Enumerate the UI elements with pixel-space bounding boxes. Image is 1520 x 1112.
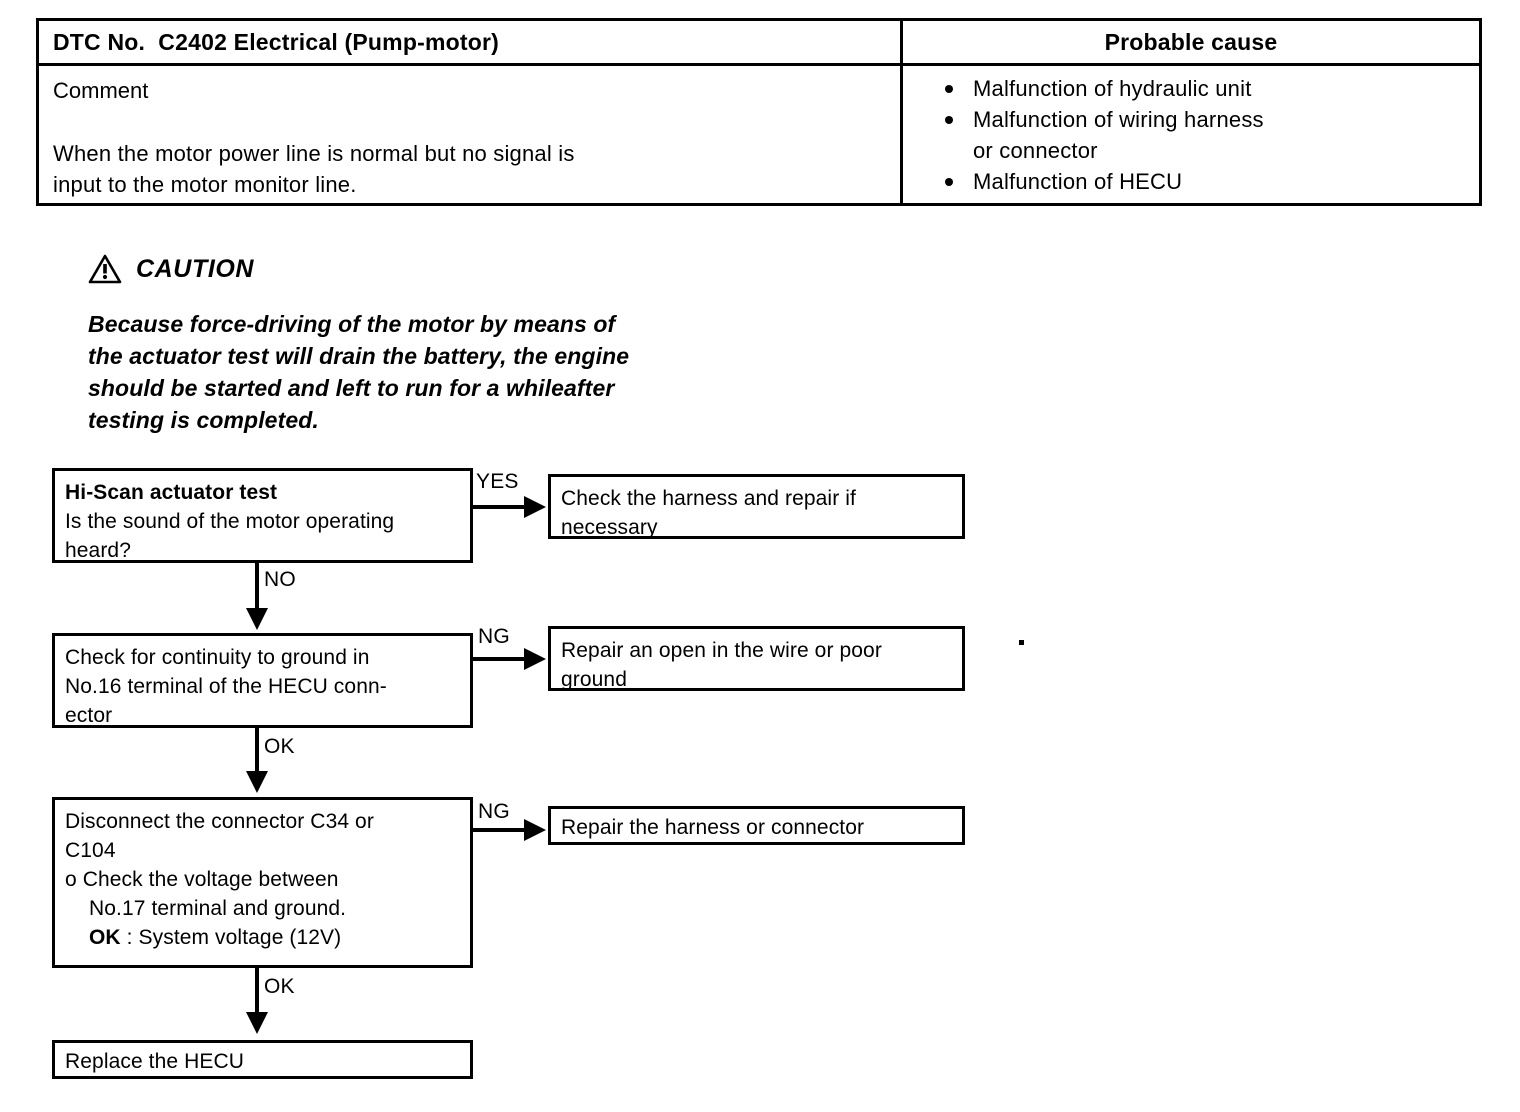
flow-connector-ok1-arrowhead <box>246 771 268 793</box>
flow-step-2-line-2: No.16 terminal of the HECU conn- <box>65 675 387 698</box>
flow-connector-ng1-arrowhead <box>524 648 546 670</box>
flow-connector-ng2-line <box>473 828 531 832</box>
dtc-table: DTC No. C2402 Electrical (Pump-motor) Pr… <box>36 18 1482 206</box>
probable-cause-title: Probable cause <box>1104 28 1278 55</box>
caution-text: Because force-driving of the motor by me… <box>88 308 748 436</box>
caution-heading: CAUTION <box>88 252 748 286</box>
flow-step-3-line-4: No.17 terminal and ground. <box>89 897 347 920</box>
comment-line-1: When the motor power line is normal but … <box>53 141 575 166</box>
flow-step-1-box: Hi-Scan actuator test Is the sound of th… <box>52 468 473 563</box>
flow-step-1-result-line-2: necessary <box>561 516 658 539</box>
flow-label-ng-2: NG <box>478 800 510 823</box>
caution-line-2: the actuator test will drain the battery… <box>88 343 630 369</box>
probable-cause-cell: Malfunction of hydraulic unit Malfunctio… <box>903 66 1479 203</box>
flow-connector-yes-arrowhead <box>524 496 546 518</box>
list-item-continuation: or connector <box>973 137 1098 163</box>
flow-step-3-box: Disconnect the connector C34 or C104 o C… <box>52 797 473 968</box>
comment-line-2: input to the motor monitor line. <box>53 172 357 197</box>
flow-step-1-title: Hi-Scan actuator test <box>65 481 278 504</box>
flow-connector-ng2-arrowhead <box>524 819 546 841</box>
flow-step-3-line-2: C104 <box>65 839 116 862</box>
comment-label: Comment <box>53 78 149 103</box>
flow-connector-yes-line <box>473 505 531 509</box>
dtc-table-header-row: DTC No. C2402 Electrical (Pump-motor) Pr… <box>39 21 1479 66</box>
flow-label-yes: YES <box>476 470 519 493</box>
probable-cause-list: Malfunction of hydraulic unit Malfunctio… <box>903 73 1479 197</box>
list-item: Malfunction of wiring harness <box>943 104 1479 135</box>
caution-line-4: testing is completed. <box>88 407 319 433</box>
flow-step-1-line-3: heard? <box>65 539 131 562</box>
flow-step-2-result-line-1: Repair an open in the wire or poor <box>561 639 882 662</box>
flow-step-2-line-1: Check for continuity to ground in <box>65 646 370 669</box>
flow-label-no: NO <box>264 568 296 591</box>
warning-triangle-icon <box>88 254 122 284</box>
flow-label-ok-2: OK <box>264 975 295 998</box>
dtc-header-left-cell: DTC No. C2402 Electrical (Pump-motor) <box>39 21 903 63</box>
flow-connector-ok2-line <box>255 968 259 1023</box>
caution-line-3: should be started and left to run for a … <box>88 375 615 401</box>
list-item: Malfunction of hydraulic unit <box>943 73 1479 104</box>
flow-step-3-result-box: Repair the harness or connector <box>548 806 965 845</box>
flow-step-4-box: Replace the HECU <box>52 1040 473 1079</box>
flow-step-3-result-line-1: Repair the harness or connector <box>561 816 865 839</box>
flow-step-3-ok-bold: OK <box>89 926 121 949</box>
flow-step-2-result-box: Repair an open in the wire or poor groun… <box>548 626 965 691</box>
caution-block: CAUTION Because force-driving of the mot… <box>88 252 748 436</box>
flow-step-3-line-1: Disconnect the connector C34 or <box>65 810 374 833</box>
flow-step-3-ok-rest: : System voltage (12V) <box>120 926 342 949</box>
dtc-number-title: DTC No. C2402 Electrical (Pump-motor) <box>53 28 499 55</box>
scan-artifact-speck <box>1019 640 1024 645</box>
flow-step-1-result-line-1: Check the harness and repair if <box>561 487 856 510</box>
flow-step-1-line-2: Is the sound of the motor operating <box>65 510 395 533</box>
comment-cell: Comment When the motor power line is nor… <box>39 66 903 203</box>
flow-connector-no-line <box>255 563 259 620</box>
flow-connector-ok2-arrowhead <box>246 1012 268 1034</box>
caution-line-1: Because force-driving of the motor by me… <box>88 311 616 337</box>
flow-step-2-result-line-2: ground <box>561 668 627 691</box>
flow-connector-ok1-line <box>255 728 259 783</box>
flow-step-3-line-5: OK : System voltage (12V) <box>65 923 470 952</box>
flow-step-2-line-3: ector <box>65 704 113 727</box>
flow-connector-ng1-line <box>473 657 531 661</box>
dtc-table-body-row: Comment When the motor power line is nor… <box>39 66 1479 203</box>
flow-step-3-line-3: o Check the voltage between <box>65 868 339 891</box>
flow-label-ok-1: OK <box>264 735 295 758</box>
list-item: Malfunction of HECU <box>943 166 1479 197</box>
flow-step-1-result-box: Check the harness and repair if necessar… <box>548 474 965 539</box>
flow-step-2-box: Check for continuity to ground in No.16 … <box>52 633 473 728</box>
flow-step-4-line-1: Replace the HECU <box>65 1050 245 1073</box>
flow-label-ng-1: NG <box>478 625 510 648</box>
dtc-header-right-cell: Probable cause <box>903 21 1479 63</box>
caution-title: CAUTION <box>136 254 255 283</box>
flow-connector-no-arrowhead <box>246 608 268 630</box>
